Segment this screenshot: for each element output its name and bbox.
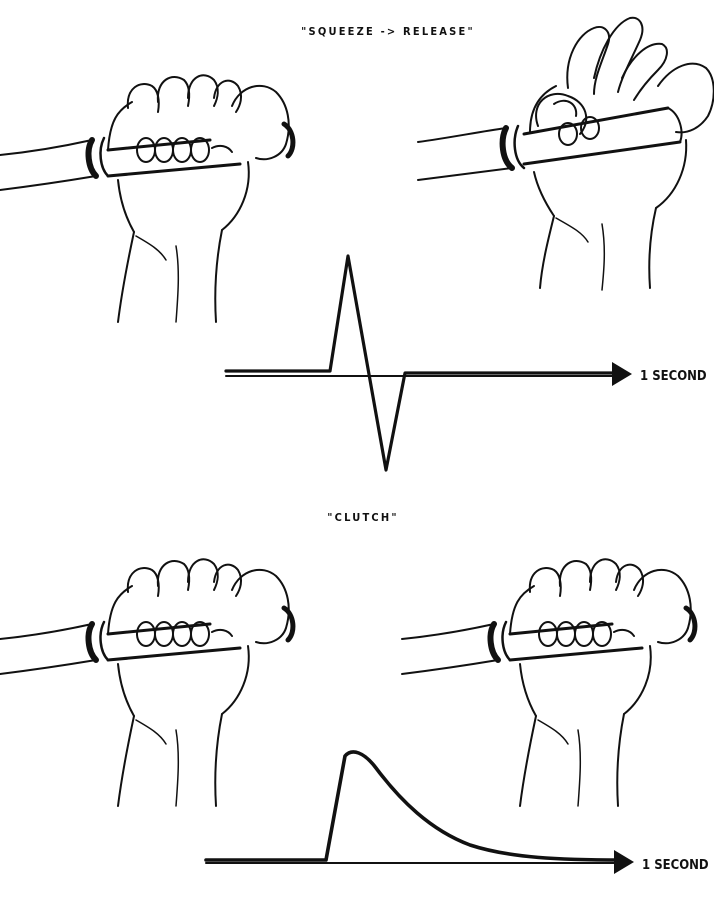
clutch-signal-trace — [206, 752, 622, 860]
squeeze-release-title: "SQUEEZE -> RELEASE" — [301, 25, 475, 38]
time-arrow-icon — [612, 362, 632, 386]
squeeze-release-panel: "SQUEEZE -> RELEASE" 1 SECOND — [0, 18, 714, 470]
squeezing-fist-illustration — [0, 75, 293, 322]
squeeze-release-time-label: 1 SECOND — [640, 369, 707, 384]
clutch-time-label: 1 SECOND — [642, 858, 709, 873]
clutch-panel: "CLUTCH" 1 SECOND — [0, 511, 709, 874]
time-arrow-icon — [614, 850, 634, 874]
clutch-fist-right-illustration — [402, 559, 695, 806]
clutch-title: "CLUTCH" — [327, 511, 398, 524]
squeeze-release-signal-trace — [226, 256, 622, 470]
clutch-fist-left-illustration — [0, 559, 293, 806]
released-hand-illustration — [418, 18, 714, 290]
